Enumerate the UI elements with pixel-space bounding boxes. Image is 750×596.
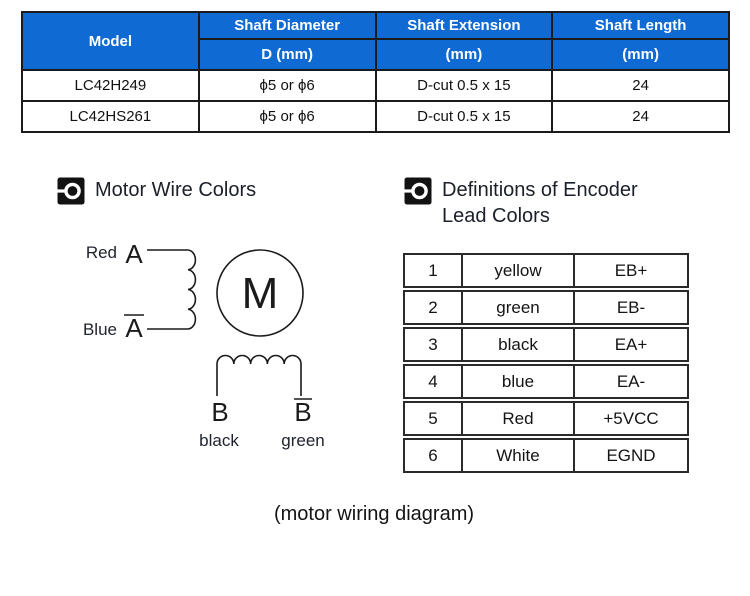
cell-shaft-extension: D-cut 0.5 x 15 [374,69,554,102]
encoder-table-row: 4 blue EA- [403,364,689,399]
spec-header-model: Model [21,11,200,71]
target-bullet-icon [404,177,432,205]
cell-shaft-length: 24 [551,100,730,133]
section-heading-motor-wire-colors: Motor Wire Colors [57,177,256,205]
encoder-lead-color: black [463,329,575,360]
encoder-pin: 3 [405,329,463,360]
phase-a-positive-letter: A [125,239,143,269]
encoder-pin: 2 [405,292,463,323]
encoder-pin: 5 [405,403,463,434]
encoder-table-row: 6 White EGND [403,438,689,473]
table-row: LC42HS261 ϕ5 or ϕ6 D-cut 0.5 x 15 24 [21,100,730,133]
encoder-signal: EB+ [614,260,648,280]
spec-header-shaft-diameter: Shaft Diameter [197,11,377,40]
encoder-pin: 4 [405,366,463,397]
cell-model: LC42HS261 [21,100,200,133]
encoder-table-row: 5 Red +5VCC [403,401,689,436]
section-title-line1: Definitions of Encoder [442,179,638,201]
encoder-table-row: 1 yellow EB+ [403,253,689,288]
wire-color-label-green: green [281,431,324,450]
motor-symbol: M [242,269,279,318]
encoder-lead-color: green [463,292,575,323]
wire-color-label-black: black [199,431,239,450]
cell-shaft-diameter: ϕ5 or ϕ6 [197,100,377,133]
encoder-signal: EGND [606,445,656,465]
encoder-table-row: 3 black EA+ [403,327,689,362]
encoder-table-row: 2 green EB- [403,290,689,325]
cell-shaft-length: 24 [551,69,730,102]
section-title: Motor Wire Colors [95,179,257,201]
encoder-pin: 1 [405,255,463,286]
table-row: LC42H249 ϕ5 or ϕ6 D-cut 0.5 x 15 24 [21,69,730,102]
phase-a-coil [187,249,197,330]
section-heading-encoder-lead-colors: Definitions of Encoder Lead Colors [404,177,690,229]
motor-wiring-diagram: Red A Blue A M B B black green [83,239,325,450]
encoder-lead-color: Red [463,403,575,434]
encoder-signal: EA- [616,371,646,391]
cell-shaft-diameter: ϕ5 or ϕ6 [197,69,377,102]
encoder-lead-color: yellow [463,255,575,286]
encoder-pin: 6 [405,440,463,471]
spec-table: Model Shaft Diameter Shaft Extension Sha… [21,11,730,133]
phase-b-positive-letter: B [211,397,228,427]
wire-color-label-red: Red [86,243,117,262]
motor-circle [216,249,304,337]
encoder-lead-color: blue [463,366,575,397]
cell-shaft-extension: D-cut 0.5 x 15 [374,100,554,133]
cell-model: LC42H249 [21,69,200,102]
encoder-signal: +5VCC [603,408,659,428]
section-title: Definitions of Encoder Lead Colors [442,177,638,229]
encoder-signal: EA+ [614,334,648,354]
spec-subheader-extension-unit: (mm) [374,38,554,71]
phase-b-coil [216,354,302,396]
phase-b-negative-letter: B [294,397,311,427]
section-title-line2: Lead Colors [442,205,550,227]
encoder-signal: EB- [616,297,646,317]
diagram-caption: (motor wiring diagram) [273,503,475,525]
target-bullet-icon [57,177,85,205]
spec-header-shaft-length: Shaft Length [551,11,730,40]
spec-subheader-diameter-unit: D (mm) [197,38,377,71]
spec-header-shaft-extension: Shaft Extension [374,11,554,40]
phase-a-negative-letter: A [125,313,143,343]
spec-subheader-length-unit: (mm) [551,38,730,71]
encoder-lead-color: White [463,440,575,471]
wire-color-label-blue: Blue [83,320,117,339]
encoder-table: 1 yellow EB+ 2 green EB- 3 black EA+ 4 b… [403,253,689,475]
